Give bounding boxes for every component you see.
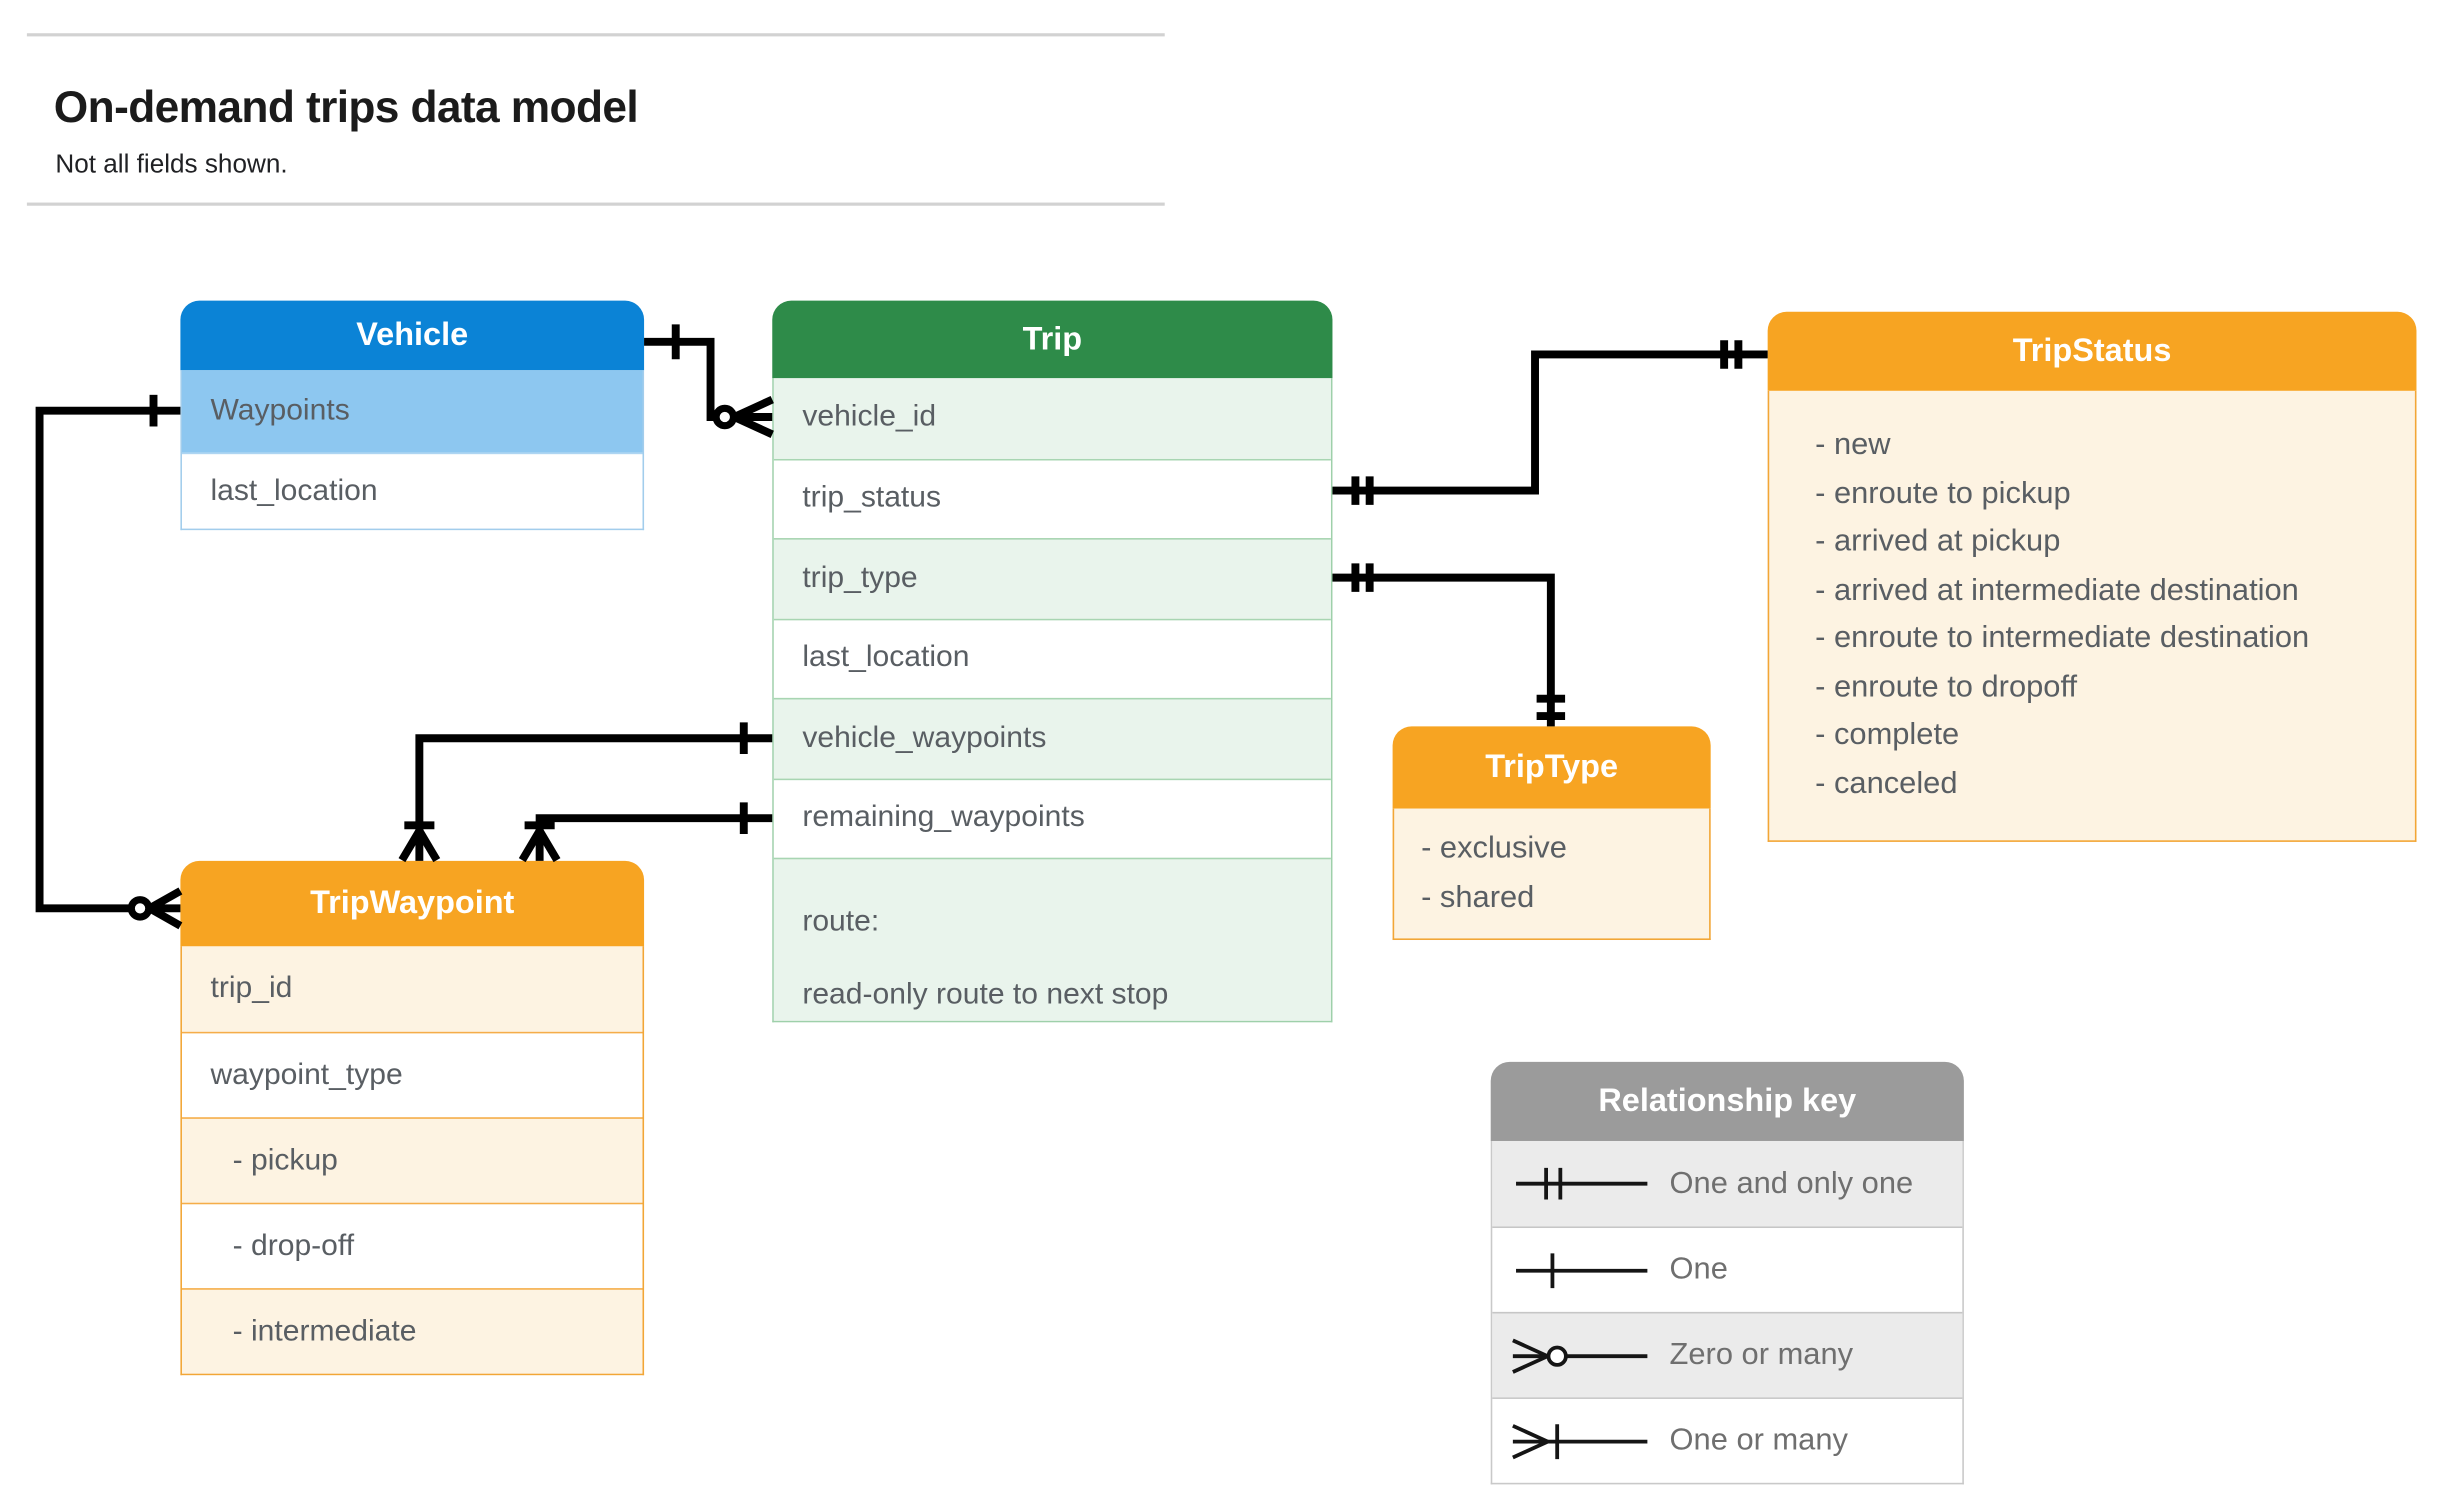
legend-label: Zero or many <box>1669 1337 1854 1373</box>
enum-item-enroute-to-pickup: - enroute to pickup <box>1815 475 2071 511</box>
entity-table-triptype: TripType - exclusive - shared <box>1392 726 1711 941</box>
enum-item-enroute-to-intermediate: - enroute to intermediate destination <box>1815 620 2310 656</box>
field-row-route: route: read-only route to next stop <box>773 857 1331 1021</box>
enum-item-shared: - shared <box>1421 879 1535 915</box>
relationship-key-body: One and only one One Zero or many <box>1490 1140 1964 1485</box>
field-row-last-location: last_location <box>181 452 643 529</box>
field-row-waypoints: Waypoints <box>181 370 643 453</box>
legend-label: One or many <box>1669 1422 1848 1458</box>
legend-label: One and only one <box>1669 1165 1914 1201</box>
field-row-trip-last-location: last_location <box>773 617 1331 698</box>
entity-header-vehicle: Vehicle <box>180 300 645 371</box>
enum-item-arrived-at-intermediate: - arrived at intermediate destination <box>1815 572 2299 607</box>
entity-body-tripwaypoint: trip_id waypoint_type - pickup - drop-of… <box>180 946 645 1376</box>
legend-row-one-and-only-one: One and only one <box>1492 1140 1963 1227</box>
field-row-waypoint-type: waypoint_type <box>181 1031 643 1118</box>
enum-item-new: - new <box>1815 427 1891 463</box>
zero-or-many-icon <box>1512 1337 1648 1373</box>
page-subtitle: Not all fields shown. <box>55 150 288 179</box>
entity-table-trip: Trip vehicle_id trip_status trip_type la… <box>772 300 1333 1023</box>
relationship-key-header: Relationship key <box>1490 1061 1964 1141</box>
route-description: read-only route to next stop <box>802 977 1169 1012</box>
enum-item-exclusive: - exclusive <box>1421 830 1567 866</box>
legend-label: One <box>1669 1251 1728 1287</box>
connector-trip-vehicle-waypoints-tripwaypoint <box>398 722 773 863</box>
entity-header-tripwaypoint: TripWaypoint <box>180 860 645 947</box>
field-row-vehicle-id: vehicle_id <box>773 378 1331 459</box>
route-label: route: <box>802 905 880 939</box>
entity-body-vehicle: Waypoints last_location <box>180 370 645 531</box>
entity-header-tripstatus: TripStatus <box>1767 311 2417 391</box>
connector-trip-tripstatus <box>1332 340 1768 505</box>
page-title: On-demand trips data model <box>53 82 639 132</box>
entity-table-tripstatus: TripStatus - new - enroute to pickup - a… <box>1767 311 2417 842</box>
field-row-trip-id: trip_id <box>181 946 643 1032</box>
one-or-many-icon <box>1512 1423 1648 1459</box>
field-row-vehicle-waypoints: vehicle_waypoints <box>773 697 1331 778</box>
legend-row-zero-or-many: Zero or many <box>1492 1311 1963 1398</box>
enum-item-canceled: - canceled <box>1815 765 1958 800</box>
one-icon <box>1516 1252 1648 1288</box>
enum-item-arrived-at-pickup: - arrived at pickup <box>1815 523 2061 559</box>
enum-item-complete: - complete <box>1815 716 1960 752</box>
entity-body-triptype: - exclusive - shared <box>1392 808 1711 941</box>
entity-table-vehicle: Vehicle Waypoints last_location <box>180 300 645 531</box>
field-row-trip-status: trip_status <box>773 458 1331 539</box>
legend-row-one-or-many: One or many <box>1492 1397 1963 1482</box>
one-and-only-one-icon <box>1516 1167 1648 1200</box>
entity-body-tripstatus: - new - enroute to pickup - arrived at p… <box>1767 390 2417 842</box>
enum-item-intermediate: - intermediate <box>181 1288 643 1374</box>
field-row-remaining-waypoints: remaining_waypoints <box>773 777 1331 858</box>
entity-header-triptype: TripType <box>1392 726 1711 809</box>
enum-item-pickup: - pickup <box>181 1117 643 1203</box>
field-row-trip-type: trip_type <box>773 538 1331 618</box>
connector-trip-triptype <box>1332 563 1566 727</box>
connector-vehicle-trip <box>644 324 774 438</box>
entity-header-trip: Trip <box>772 300 1333 379</box>
relationship-key: Relationship key One and only one One <box>1490 1061 1964 1485</box>
top-divider <box>26 33 1165 37</box>
connector-vehicle-tripwaypoint <box>35 394 183 930</box>
connector-trip-remaining-waypoints-tripwaypoint <box>518 802 773 863</box>
title-divider <box>26 202 1165 206</box>
entity-body-trip: vehicle_id trip_status trip_type last_lo… <box>772 378 1333 1023</box>
enum-item-drop-off: - drop-off <box>181 1202 643 1289</box>
legend-row-one: One <box>1492 1226 1963 1311</box>
enum-item-enroute-to-dropoff: - enroute to dropoff <box>1815 668 2078 704</box>
entity-table-tripwaypoint: TripWaypoint trip_id waypoint_type - pic… <box>180 860 645 1376</box>
